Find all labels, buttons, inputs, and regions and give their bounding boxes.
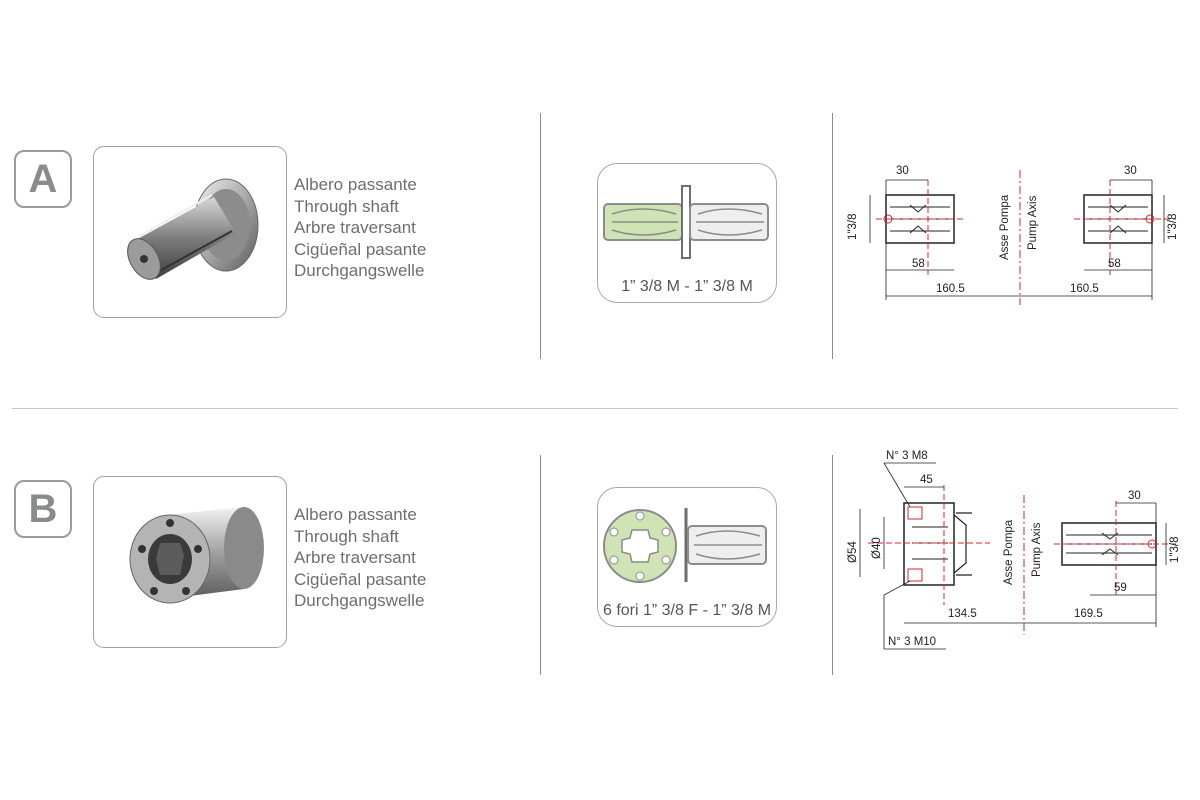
row-a-left-side-dim: 1"3/8	[847, 214, 859, 240]
row-b-axis-label-1: Asse Pompa	[1003, 519, 1015, 585]
row-b-technical-drawing: N° 3 M8 45 Ø54 Ø40 N° 3 M10 134.5 Asse P…	[847, 450, 1180, 650]
row-a-left-total-dim: 160.5	[936, 283, 965, 295]
row-b-spec-card: 6 fori 1” 3/8 F - 1” 3/8 M	[597, 487, 777, 627]
row-b-outer-diam: Ø54	[847, 541, 859, 563]
row-b-right-inner-dim: 59	[1114, 582, 1127, 594]
row-a-right-side-dim: 1"3/8	[1167, 214, 1179, 240]
row-a-desc-es: Cigüeñal pasante	[294, 239, 427, 259]
row-a-desc-fr: Arbre traversant	[294, 218, 416, 238]
row-b-desc-fr: Arbre traversant	[294, 548, 416, 568]
row-b-coupling-diagram	[603, 508, 767, 583]
row-a-left-top-dim: 30	[896, 165, 909, 177]
row-a-description-list: Albero passante Through shaft Arbre trav…	[294, 174, 426, 282]
row-a-left-inner-dim: 58	[912, 258, 925, 270]
row-b-desc-es: Cigüeñal pasante	[294, 569, 427, 589]
row-b-desc-de: Durchgangswelle	[294, 591, 425, 611]
row-a-right-total-dim: 160.5	[1070, 283, 1099, 295]
row-a-axis-label-1: Asse Pompa	[999, 194, 1011, 260]
row-a-desc-en: Through shaft	[294, 196, 399, 216]
row-b-description-list: Albero passante Through shaft Arbre trav…	[294, 504, 426, 612]
row-separator	[12, 408, 1178, 409]
row-b-divider-1	[540, 455, 541, 675]
row-b-left-total-dim: 134.5	[948, 608, 977, 620]
row-a-spec-caption: 1” 3/8 M - 1” 3/8 M	[621, 278, 753, 295]
row-a-axis-label-2: Pump Axis	[1027, 195, 1039, 250]
row-b-axis-label-2: Pump Axis	[1031, 522, 1043, 577]
row-a-desc-de: Durchgangswelle	[294, 261, 425, 281]
row-b-right-total-dim: 169.5	[1074, 608, 1103, 620]
row-a-divider-1	[540, 113, 541, 359]
row-b-divider-2	[832, 455, 833, 675]
row-a-technical-drawing: 30 58 160.5 1"3/8 Asse Pompa Pump Axis 3…	[847, 165, 1179, 305]
through-shaft-photo-image	[127, 178, 259, 280]
row-b-right-side-dim: 1"3/8	[1169, 537, 1180, 563]
row-b-product-photo	[93, 476, 287, 648]
row-b-spec-caption: 6 fori 1” 3/8 F - 1” 3/8 M	[602, 602, 772, 619]
row-b-inner-diam: Ø40	[871, 537, 883, 559]
row-b-left-top-dim: 45	[920, 474, 933, 486]
row-a-letter-badge: A	[14, 150, 72, 208]
row-b-bottom-note: N° 3 M10	[888, 636, 936, 648]
row-a-letter: A	[28, 156, 58, 201]
row-a-right-top-dim: 30	[1124, 165, 1137, 177]
row-a-right-inner-dim: 58	[1108, 258, 1121, 270]
row-a-divider-2	[832, 113, 833, 359]
row-b-desc-en: Through shaft	[294, 526, 399, 546]
row-b-right-top-dim: 30	[1128, 490, 1141, 502]
row-b-letter: B	[28, 486, 58, 531]
row-a-desc-it: Albero passante	[294, 175, 417, 194]
row-a-spec-card: 1” 3/8 M - 1” 3/8 M	[597, 163, 777, 303]
flange-coupling-photo-image	[129, 507, 264, 604]
row-a-product-photo	[93, 146, 287, 318]
row-a-shaft-diagram	[603, 185, 769, 259]
row-b-letter-badge: B	[14, 480, 72, 538]
row-b-desc-it: Albero passante	[294, 505, 417, 524]
row-b-top-note: N° 3 M8	[886, 450, 928, 462]
